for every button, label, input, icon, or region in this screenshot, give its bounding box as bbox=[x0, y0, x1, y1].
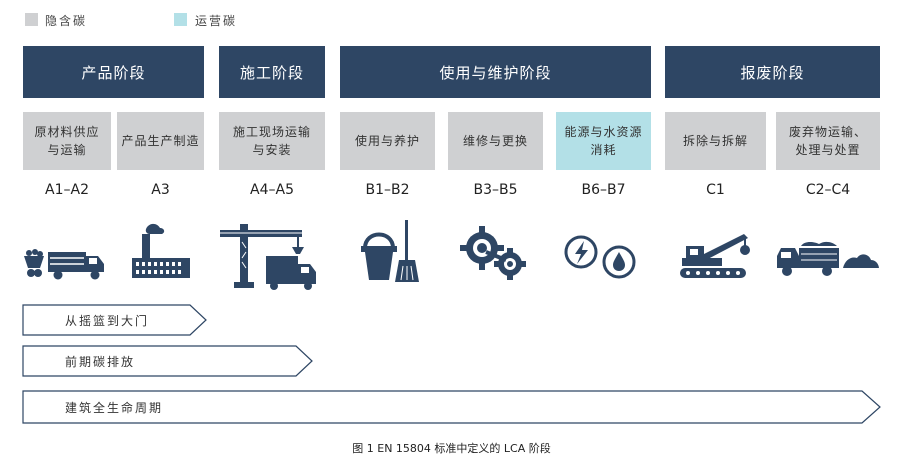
stage-code: C1 bbox=[706, 182, 725, 198]
stage-text-line1: 施工现场运输 bbox=[232, 125, 311, 139]
scope-arrow-whole-life bbox=[22, 390, 881, 424]
stage-code: C2–C4 bbox=[805, 182, 851, 198]
bucket-and-broom-icon bbox=[361, 220, 419, 282]
legend-label-embodied: 隐含碳 bbox=[45, 14, 88, 28]
stage-box-b6-b7: 能源与水资源消耗 bbox=[556, 112, 651, 170]
scope-label-upfront-carbon: 前期碳排放 bbox=[65, 355, 136, 369]
truck-with-cart-icon bbox=[24, 249, 104, 280]
scope-arrow-upfront-carbon bbox=[22, 345, 313, 377]
stage-code: B3–B5 bbox=[473, 182, 518, 198]
stage-code: B1–B2 bbox=[365, 182, 410, 198]
stage-code: B6–B7 bbox=[581, 182, 626, 198]
legend-label-operational: 运营碳 bbox=[195, 14, 238, 28]
stage-text-line1: 维修与更换 bbox=[462, 134, 528, 148]
stage-text-line2: 与安装 bbox=[252, 143, 292, 157]
stage-box-a4-a5: 施工现场运输与安装 bbox=[219, 112, 325, 170]
stage-text-line1: 产品生产制造 bbox=[121, 134, 200, 148]
stage-code: A3 bbox=[151, 182, 170, 198]
stage-code: A1–A2 bbox=[45, 182, 89, 198]
phase-construction: 施工阶段 bbox=[219, 46, 325, 98]
gears-icon bbox=[460, 226, 526, 280]
stage-text-line2: 处理与处置 bbox=[795, 143, 861, 157]
stage-box-b3-b5: 维修与更换 bbox=[448, 112, 543, 170]
stage-text-line1: 使用与养护 bbox=[354, 134, 420, 148]
scope-label-cradle-to-gate: 从摇篮到大门 bbox=[65, 314, 150, 328]
phase-product: 产品阶段 bbox=[23, 46, 204, 98]
stage-text-line1: 原材料供应 bbox=[34, 125, 100, 139]
stage-text-line1: 废弃物运输、 bbox=[788, 125, 867, 139]
phase-end-of-life: 报废阶段 bbox=[665, 46, 880, 98]
stage-text-line2: 消耗 bbox=[590, 143, 617, 157]
energy-and-water-icon bbox=[564, 235, 636, 279]
legend-swatch-embodied bbox=[25, 13, 38, 26]
scope-arrow-cradle-to-gate bbox=[22, 304, 207, 336]
legend-swatch-operational bbox=[174, 13, 187, 26]
stage-box-a1-a2: 原材料供应与运输 bbox=[23, 112, 111, 170]
factory-icon bbox=[132, 223, 190, 278]
phase-use-maintenance: 使用与维护阶段 bbox=[340, 46, 651, 98]
dump-truck-icon bbox=[777, 241, 879, 276]
stage-text-line1: 能源与水资源 bbox=[564, 125, 643, 139]
stage-text-line2: 与运输 bbox=[47, 143, 87, 157]
scope-label-whole-life: 建筑全生命周期 bbox=[65, 401, 164, 415]
crawler-crane-icon bbox=[680, 234, 750, 278]
crane-and-truck-icon bbox=[220, 224, 316, 290]
figure-caption: 图 1 EN 15804 标准中定义的 LCA 阶段 bbox=[352, 442, 551, 455]
stage-box-a3: 产品生产制造 bbox=[117, 112, 204, 170]
stage-text-line1: 拆除与拆解 bbox=[682, 134, 748, 148]
stage-box-b1-b2: 使用与养护 bbox=[340, 112, 435, 170]
stage-code: A4–A5 bbox=[250, 182, 294, 198]
stage-box-c2-c4: 废弃物运输、处理与处置 bbox=[776, 112, 880, 170]
stage-box-c1: 拆除与拆解 bbox=[665, 112, 766, 170]
